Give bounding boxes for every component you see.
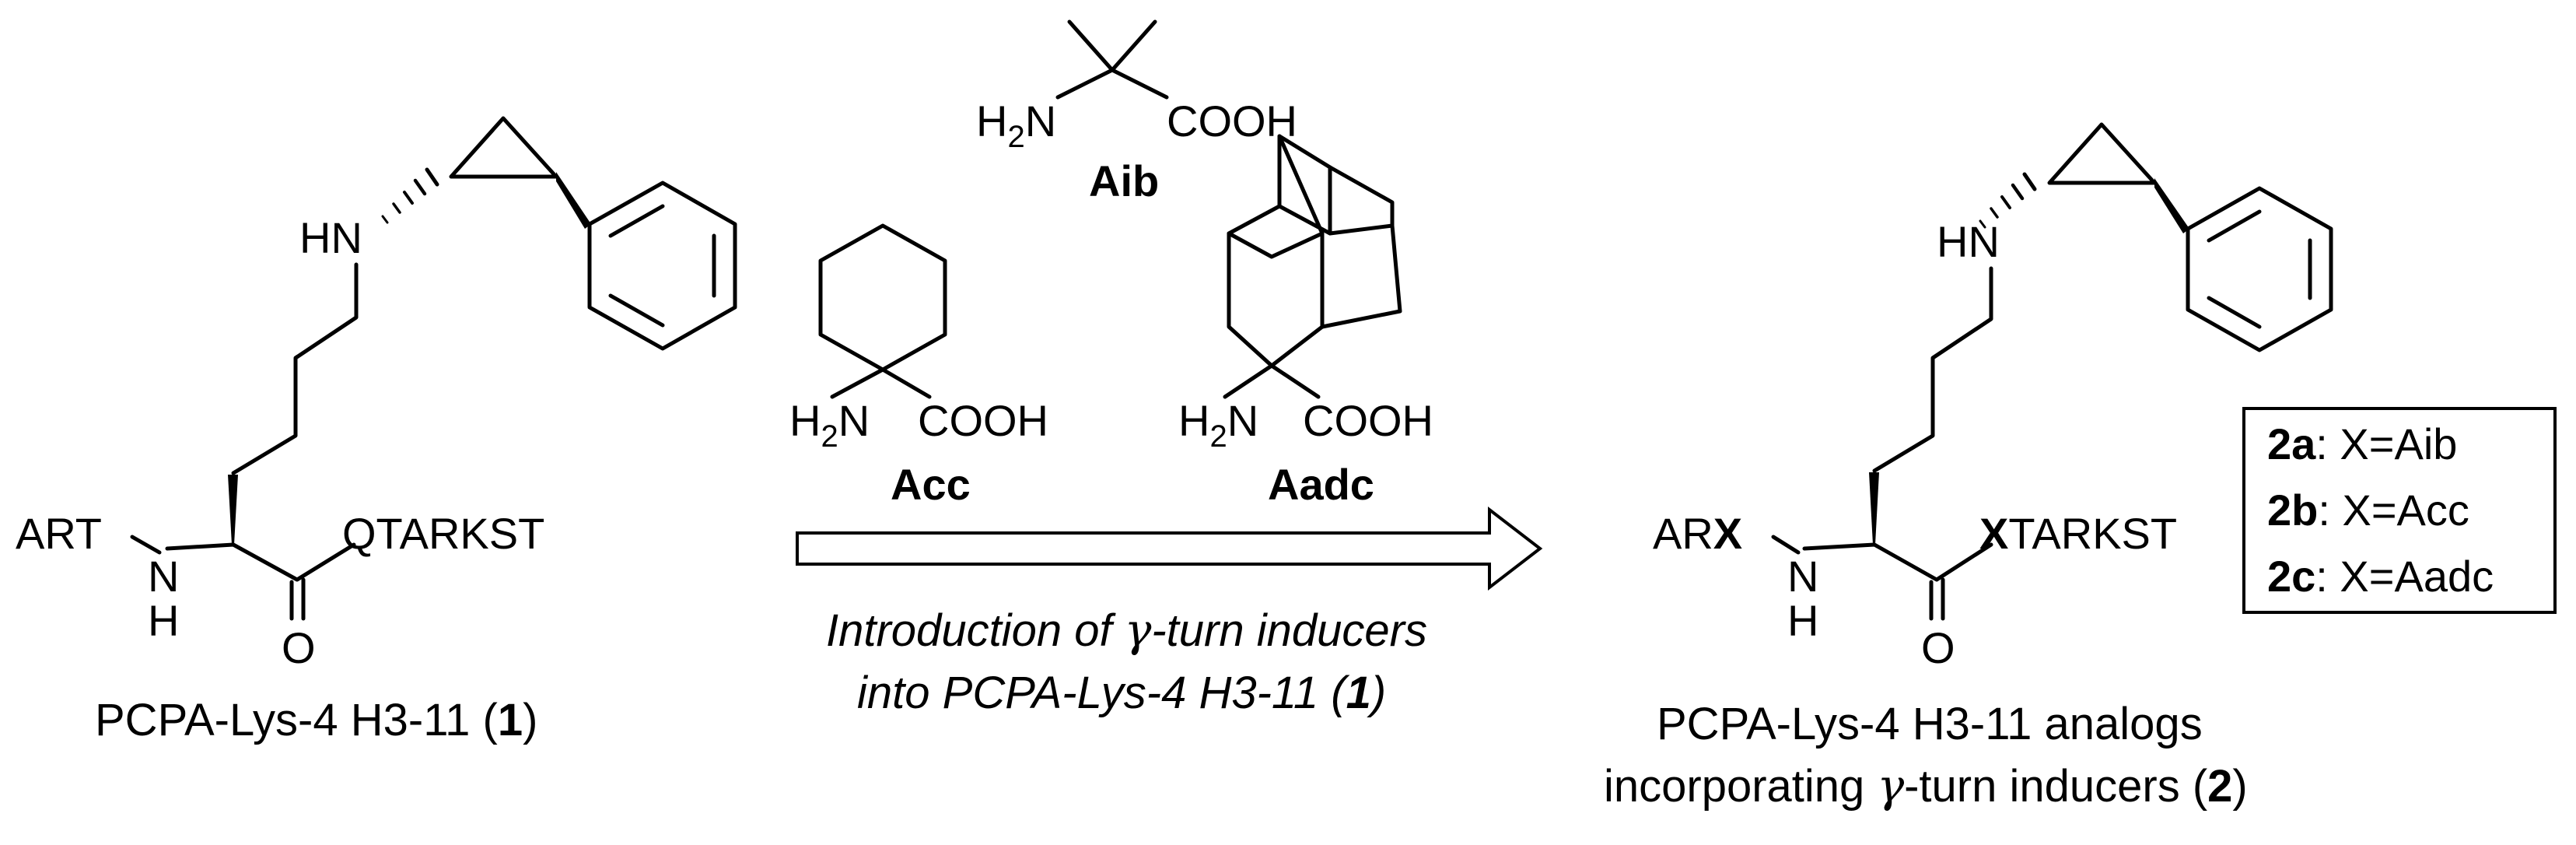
arrow-text-line-2: into PCPA-Lys-4 H3-11 (1) [857, 668, 1386, 718]
legend-item-2a: 2a: X=Aib [2267, 419, 2457, 468]
aadc-amine: H2N [1178, 396, 1258, 454]
xtarkst-label: XTARKST [1979, 509, 2177, 558]
carbonyl-o-label: O [282, 623, 316, 672]
amide-h-label: H [148, 596, 179, 645]
carbonyl-o-label-2: O [1921, 623, 1955, 672]
aadc-structure: H2N COOH Aadc [1178, 134, 1433, 509]
backbone-bonds [165, 542, 356, 582]
legend-box [2242, 407, 2557, 614]
acc-name: Acc [891, 460, 971, 509]
aib-cooh: COOH [1167, 96, 1297, 146]
art-n-bond [130, 535, 162, 555]
arx-label: ARX [1653, 509, 1742, 558]
nh-label-2: HN [1937, 217, 2000, 266]
compound-1-structure: HN ART QTARKST N H O PCPA-Lys-4 H3-11 (1… [16, 116, 737, 745]
legend-item-2c: 2c: X=Aadc [2267, 552, 2494, 601]
acc-amine: H2N [789, 396, 870, 454]
arrow-text-line-1: Introduction of γ-turn inducers [826, 604, 1427, 657]
reaction-arrow [796, 506, 1543, 591]
compound-1-caption: PCPA-Lys-4 H3-11 (1) [95, 695, 537, 745]
qtarkst-label: QTARKST [342, 509, 544, 558]
compound-2-caption-line-1: PCPA-Lys-4 H3-11 analogs [1657, 699, 2203, 749]
bold-wedge-bond [556, 172, 591, 229]
aib-amine: H2N [976, 96, 1056, 154]
hashed-wedge-bond [381, 167, 439, 224]
cyclopropane-ring [449, 116, 558, 179]
acc-structure: H2N COOH Acc [789, 223, 1048, 509]
amide-n-label: N [148, 552, 179, 601]
alpha-wedge-bond [228, 475, 238, 545]
art-label: ART [16, 509, 102, 558]
amide-n-label-2: N [1787, 552, 1818, 601]
phenyl-ring [587, 181, 737, 351]
acc-cooh: COOH [918, 396, 1048, 445]
lysine-side-chain [231, 262, 359, 475]
legend-item-2b: 2b: X=Acc [2267, 486, 2469, 535]
aadc-cooh: COOH [1303, 396, 1433, 445]
aib-name: Aib [1089, 156, 1159, 205]
nh-label: HN [299, 213, 362, 262]
compound-2-caption-line-2: incorporating γ-turn inducers (2) [1604, 759, 2248, 812]
amide-h-label-2: H [1787, 596, 1818, 645]
aadc-name: Aadc [1268, 460, 1374, 509]
compound-2-structure: HN ARX XTARKST N H O PCPA-Lys-4 H3-11 an… [1604, 122, 2333, 812]
aib-structure: H2N COOH Aib [976, 19, 1297, 205]
